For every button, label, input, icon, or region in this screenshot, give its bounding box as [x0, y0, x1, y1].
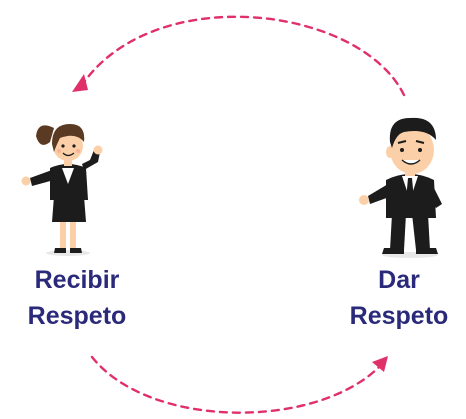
give-respect-line1: Dar — [378, 266, 420, 294]
receive-respect-label: Recibir Respeto — [2, 262, 152, 334]
arrowhead-top-icon — [72, 74, 88, 92]
dashed-arrow-top — [78, 15, 406, 97]
receive-respect-line2: Respeto — [27, 302, 127, 330]
receive-respect-line1: Recibir — [34, 266, 120, 294]
give-respect-line2: Respeto — [349, 302, 449, 330]
dashed-arrow-bottom — [90, 355, 384, 414]
businesswoman-figure — [21, 124, 103, 256]
businessman-figure — [359, 117, 442, 258]
arrowhead-bottom-icon — [372, 356, 388, 372]
give-respect-label: Dar Respeto — [334, 262, 464, 334]
